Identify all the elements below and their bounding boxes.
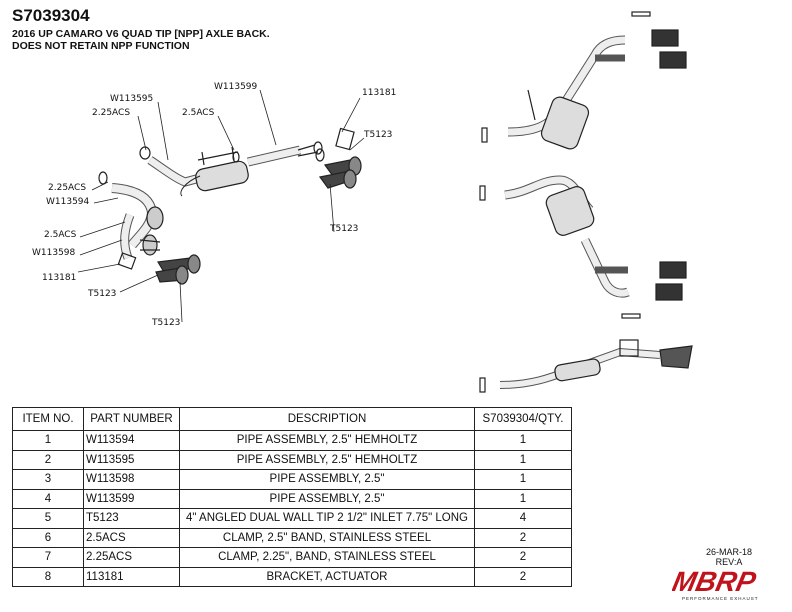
mbrp-logo: MBRP PERFORMANCE EXHAUST — [672, 567, 759, 601]
cell-part: W113595 — [83, 449, 180, 470]
drawing-title: S7039304 — [12, 6, 90, 25]
cell-desc: PIPE ASSEMBLY, 2.5" — [179, 488, 475, 509]
revision-date: 26-MAR-18 — [706, 547, 753, 557]
cell-qty: 1 — [474, 488, 572, 509]
cell-item: 4 — [12, 488, 84, 509]
cell-item: 5 — [12, 508, 84, 529]
cell-part: W113598 — [83, 469, 180, 490]
cell-qty: 2 — [474, 566, 572, 587]
cell-item: 3 — [12, 469, 84, 490]
callout-w113594: W113594 — [46, 197, 90, 207]
cell-qty: 1 — [474, 449, 572, 470]
parts-table: ITEM NO. PART NUMBER DESCRIPTION S703930… — [12, 407, 572, 587]
cell-qty: 4 — [474, 508, 572, 529]
cell-desc: 4" ANGLED DUAL WALL TIP 2 1/2" INLET 7.7… — [179, 508, 475, 529]
callout-113181-left: 113181 — [42, 273, 77, 283]
subtitle-line-1: 2016 UP CAMARO V6 QUAD TIP [NPP] AXLE BA… — [12, 28, 270, 40]
revision-label: REV:A — [715, 557, 743, 567]
cell-part: 2.25ACS — [83, 547, 180, 568]
cell-desc: PIPE ASSEMBLY, 2.5" HEMHOLTZ — [179, 430, 475, 451]
cell-item: 2 — [12, 449, 84, 470]
cell-part: 113181 — [83, 566, 180, 587]
cell-qty: 2 — [474, 527, 572, 548]
svg-text:PERFORMANCE EXHAUST: PERFORMANCE EXHAUST — [682, 596, 759, 601]
cell-part: 2.5ACS — [83, 527, 180, 548]
table-row: 1 W113594 PIPE ASSEMBLY, 2.5" HEMHOLTZ 1 — [12, 430, 572, 451]
side-view — [479, 339, 693, 393]
tips-left — [155, 254, 201, 285]
cell-item: 1 — [12, 430, 84, 451]
cell-desc: PIPE ASSEMBLY, 2.5" HEMHOLTZ — [179, 449, 475, 470]
cell-item: 8 — [12, 566, 84, 587]
callout-w113595: W113595 — [110, 94, 154, 104]
table-row: 5 T5123 4" ANGLED DUAL WALL TIP 2 1/2" I… — [12, 508, 572, 529]
cell-item: 6 — [12, 527, 84, 548]
cell-item: 7 — [12, 547, 84, 568]
callout-w113598: W113598 — [32, 248, 76, 258]
header-qty: S7039304/QTY. — [474, 407, 572, 431]
muffler-left — [195, 160, 249, 192]
cell-part: T5123 — [83, 508, 180, 529]
drawing-subtitle: 2016 UP CAMARO V6 QUAD TIP [NPP] AXLE BA… — [12, 28, 270, 52]
cell-part: W113594 — [83, 430, 180, 451]
cell-qty: 2 — [474, 547, 572, 568]
revision-info: 26-MAR-18 REV:A — [706, 547, 752, 567]
callout-t5123-right-2: T5123 — [330, 224, 359, 234]
cell-desc: PIPE ASSEMBLY, 2.5" — [179, 469, 475, 490]
callout-2-5acs-top: 2.5ACS — [182, 108, 215, 118]
svg-text:MBRP: MBRP — [672, 567, 759, 597]
table-row: 3 W113598 PIPE ASSEMBLY, 2.5" 1 — [12, 469, 572, 490]
callout-t5123-left: T5123 — [88, 289, 117, 299]
callout-t5123-bottom: T5123 — [152, 318, 181, 328]
header-item-no: ITEM NO. — [12, 407, 84, 431]
bottom-view — [479, 175, 687, 319]
table-row: 8 113181 BRACKET, ACTUATOR 2 — [12, 566, 572, 587]
cell-desc: CLAMP, 2.25", BAND, STAINLESS STEEL — [179, 547, 475, 568]
table-row: 2 W113595 PIPE ASSEMBLY, 2.5" HEMHOLTZ 1 — [12, 449, 572, 470]
table-header-row: ITEM NO. PART NUMBER DESCRIPTION S703930… — [12, 407, 572, 431]
table-row: 4 W113599 PIPE ASSEMBLY, 2.5" 1 — [12, 488, 572, 509]
tips-right — [318, 127, 362, 189]
cell-desc: CLAMP, 2.5" BAND, STAINLESS STEEL — [179, 527, 475, 548]
table-row: 7 2.25ACS CLAMP, 2.25", BAND, STAINLESS … — [12, 547, 572, 568]
table-row: 6 2.5ACS CLAMP, 2.5" BAND, STAINLESS STE… — [12, 527, 572, 548]
top-view — [481, 11, 687, 150]
cell-qty: 1 — [474, 430, 572, 451]
callout-t5123-right-1: T5123 — [364, 130, 393, 140]
leader-lines — [77, 89, 365, 323]
exhaust-drawing — [77, 11, 693, 393]
callout-w113599: W113599 — [214, 82, 258, 92]
callout-2-25acs-top: 2.25ACS — [92, 108, 131, 118]
header-part-number: PART NUMBER — [83, 407, 180, 431]
callout-113181-top: 113181 — [362, 88, 397, 98]
callout-2-5acs-left: 2.5ACS — [44, 230, 77, 240]
cell-desc: BRACKET, ACTUATOR — [179, 566, 475, 587]
header-description: DESCRIPTION — [179, 407, 475, 431]
cell-qty: 1 — [474, 469, 572, 490]
exploded-view — [98, 127, 362, 285]
callout-2-25acs-left: 2.25ACS — [48, 183, 87, 193]
subtitle-line-2: DOES NOT RETAIN NPP FUNCTION — [12, 40, 190, 52]
cell-part: W113599 — [83, 488, 180, 509]
